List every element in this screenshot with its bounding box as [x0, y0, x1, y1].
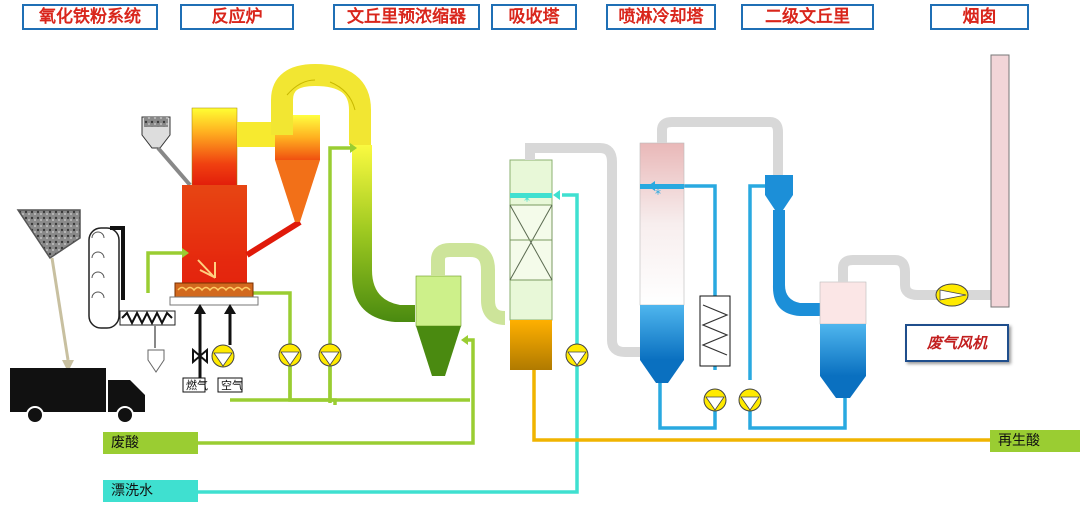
header-absorption-tower: 吸收塔	[491, 4, 577, 30]
reactor	[141, 107, 302, 306]
pump-icon	[565, 343, 589, 367]
pump-icon	[318, 343, 342, 367]
waste-acid-line	[146, 146, 475, 445]
bucket-elevator	[88, 226, 125, 329]
svg-text:*: *	[524, 194, 530, 208]
pump-icon	[278, 343, 302, 367]
air-label: 空气	[221, 378, 243, 392]
header-secondary-venturi: 二级文丘里	[741, 4, 874, 30]
pump-icon	[703, 388, 727, 412]
screw-conveyor	[119, 310, 176, 373]
header-iron-oxide-system: 氧化铁粉系统	[22, 4, 158, 30]
truck-icon	[10, 368, 145, 424]
header-venturi-preconcentrator: 文丘里预浓缩器	[333, 4, 480, 30]
rinse-water-stream-label: 漂洗水	[103, 480, 198, 502]
absorption-tower: *	[509, 143, 640, 370]
chimney	[990, 54, 1010, 308]
fuel-air-inlets	[182, 304, 243, 393]
secondary-venturi	[765, 175, 1000, 398]
iron-oxide-silo	[16, 209, 81, 372]
regenerated-acid-line	[532, 370, 990, 442]
header-reactor: 反应炉	[180, 4, 294, 30]
waste-acid-stream-label: 废酸	[103, 432, 198, 454]
gooseneck-duct	[271, 63, 371, 145]
spray-cooling-tower: *	[639, 117, 783, 383]
exhaust-fan-label: 废气风机	[905, 324, 1009, 362]
pump-icon	[738, 388, 762, 412]
regenerated-acid-stream-label: 再生酸	[990, 430, 1080, 452]
fan-icon	[935, 283, 969, 307]
header-spray-cooling-tower: 喷淋冷却塔	[606, 4, 716, 30]
venturi-preconcentrator	[352, 145, 506, 376]
pump-icon	[211, 344, 235, 368]
svg-text:*: *	[655, 187, 661, 201]
header-chimney: 烟囱	[930, 4, 1029, 30]
fuel-gas-label: 燃气	[186, 378, 208, 392]
